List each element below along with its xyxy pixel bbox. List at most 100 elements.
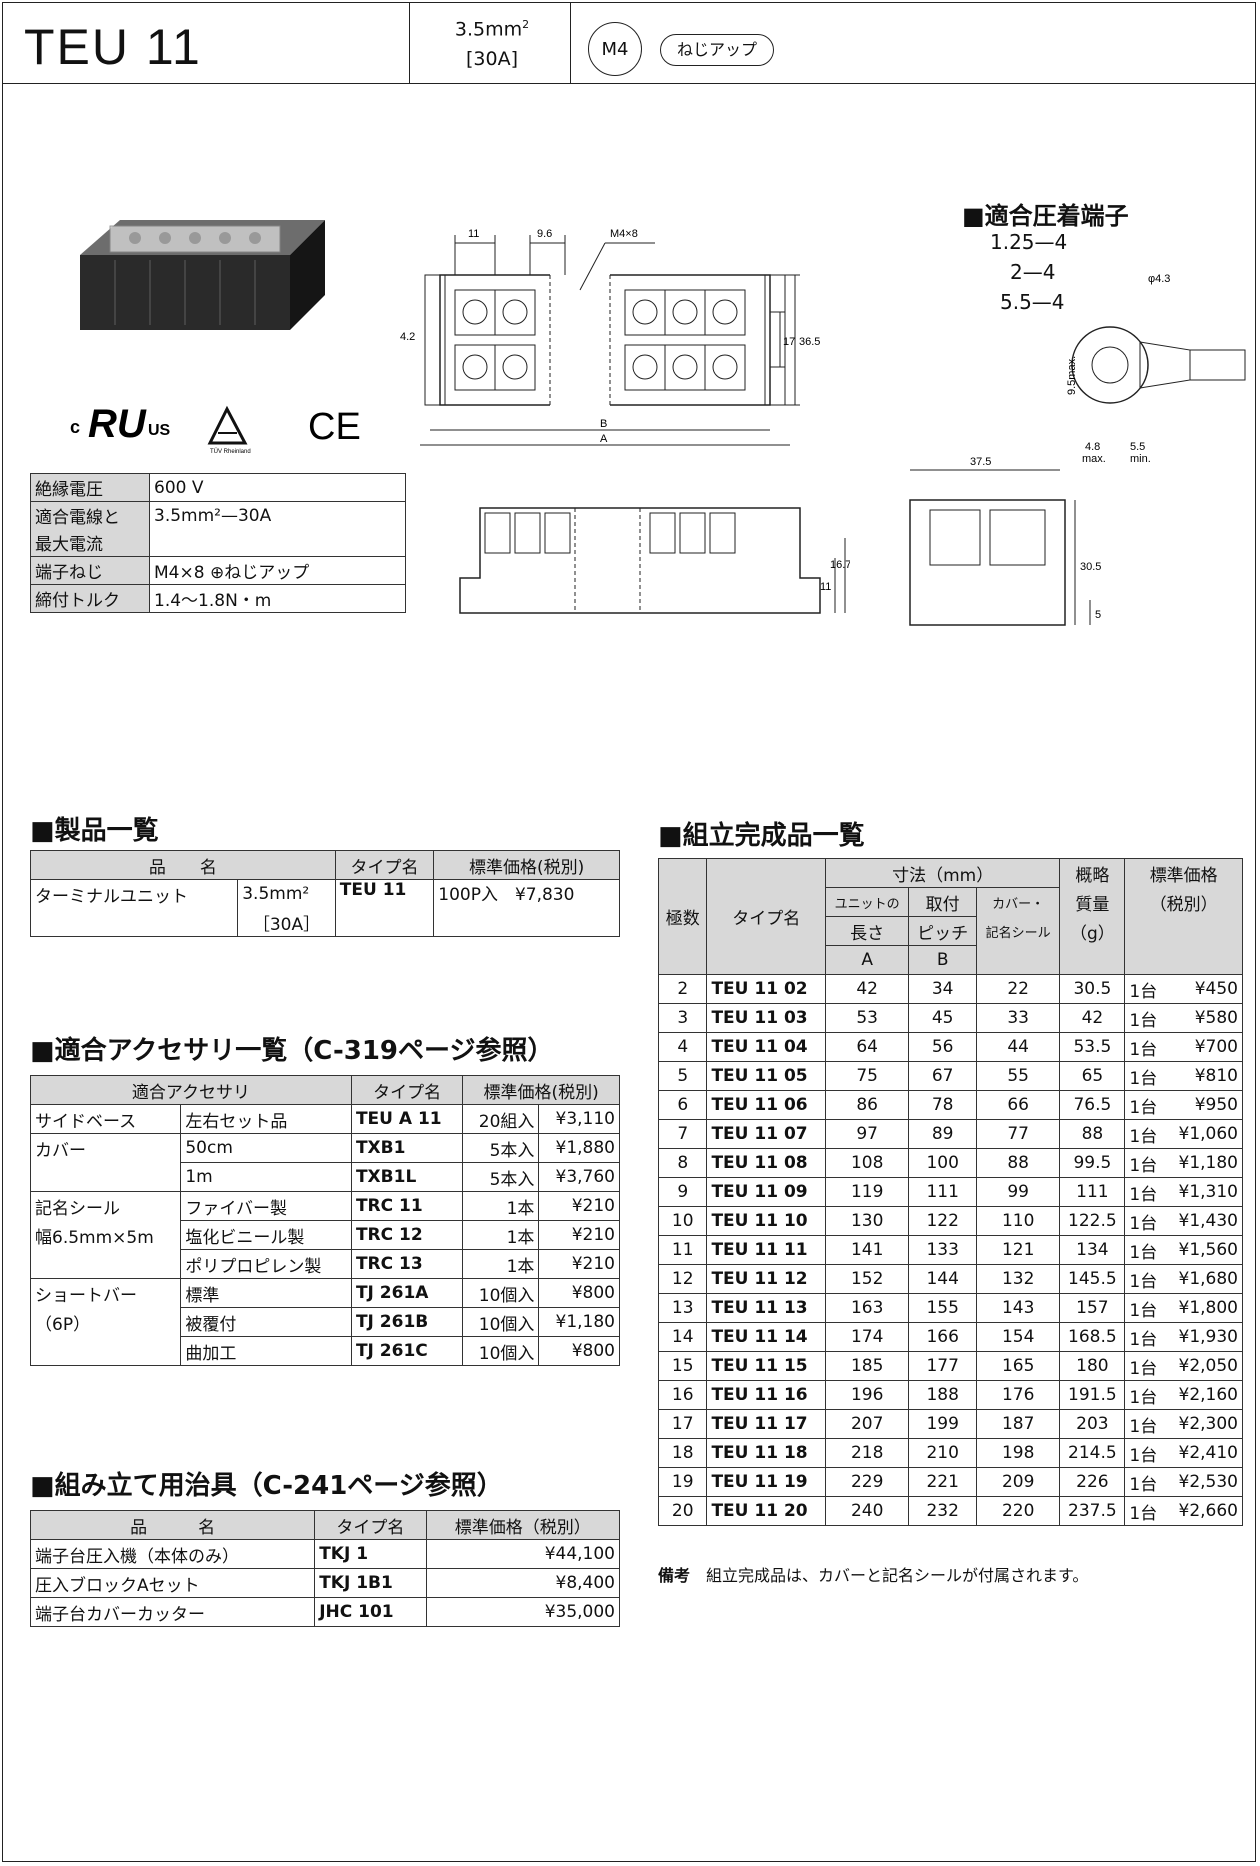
dim-5-5: 5.5: [1130, 441, 1145, 453]
end-view-drawing: 37.5 30.5 5: [909, 456, 1101, 626]
spec-value: 3.5mm²—30A: [149, 501, 406, 529]
dim-30-5: 30.5: [1080, 561, 1101, 573]
product-photo: [80, 220, 325, 330]
dim-17: 17: [783, 336, 795, 348]
svg-text:US: US: [148, 422, 171, 439]
spec-value: 600 V: [149, 473, 406, 502]
accessories-title: ■適合アクセサリ一覧（C-319ページ参照）: [30, 1036, 554, 1066]
spec-value: M4×8 ⊕ねじアップ: [149, 556, 406, 585]
top-view-drawing: 11 9.6 M4×8 4.2 17 36.5 B A: [400, 228, 820, 446]
crimp-terminal-drawing: φ4.3 9.5max. 4.8 max. 5.5 min.: [1066, 273, 1246, 465]
dim-phi: φ4.3: [1148, 273, 1170, 285]
side-view-drawing: 11 16.7: [459, 507, 850, 614]
spec-label: 最大電流: [30, 529, 150, 557]
crimp-size: 5.5—4: [1000, 290, 1065, 314]
dim-5: 5: [1095, 609, 1101, 621]
svg-text:c: c: [70, 417, 80, 437]
svg-text:min.: min.: [1130, 453, 1151, 465]
certification-logos: c RU US TÜV Rheinland CE: [70, 402, 361, 455]
assembled-note: 備考 組立完成品は、カバーと記名シールが付属されます。: [658, 1566, 1089, 1585]
screw-size-badge: M4: [588, 22, 642, 76]
dim-4-2: 4.2: [400, 331, 415, 343]
dim-37-5: 37.5: [970, 456, 991, 468]
tools-title: ■組み立て用治具（C-241ページ参照）: [30, 1471, 503, 1501]
tools-table: 品 名タイプ名標準価格（税別） 端子台圧入機（本体のみ）TKJ 1¥44,100…: [29, 1510, 621, 1627]
crimp-size: 2—4: [1010, 260, 1056, 284]
assembled-table: 極数タイプ名寸法（mm）概略標準価格 ユニットの取付カバー・質量（税別） 長さピ…: [657, 858, 1243, 1526]
crimp-size: 1.25—4: [990, 230, 1068, 254]
svg-text:RU: RU: [88, 402, 147, 446]
tuv-logo: TÜV Rheinland: [207, 405, 251, 455]
dim-11: 11: [468, 228, 479, 240]
spec-label: 締付トルク: [30, 584, 150, 613]
table-row: 端子台圧入機（本体のみ）TKJ 1¥44,100: [29, 1539, 621, 1569]
dim-9-5: 9.5max.: [1066, 356, 1078, 395]
ce-logo: CE: [308, 406, 361, 448]
dim-side-11: 11: [820, 581, 831, 593]
ul-logo: c RU US: [70, 402, 171, 446]
page-header: TEU 11 3.5mm2 [30A] M4 ねじアップ: [2, 2, 1256, 84]
spec-value: 1.4〜1.8N・m: [149, 584, 406, 613]
crimp-title: ■適合圧着端子: [962, 202, 1129, 230]
assembled-title: ■組立完成品一覧: [658, 821, 865, 851]
svg-text:CE: CE: [308, 406, 361, 448]
table-row: ［30A］: [29, 908, 620, 937]
spec-label: 端子ねじ: [30, 556, 150, 585]
dim-4-8: 4.8: [1085, 441, 1100, 453]
spec-label: 適合電線と: [30, 501, 150, 529]
dim-A: A: [600, 433, 608, 445]
dim-B: B: [600, 418, 607, 430]
wire-spec: 3.5mm2 [30A]: [454, 18, 530, 71]
spec-row: 最大電流: [30, 529, 406, 557]
dim-36-5: 36.5: [799, 336, 820, 348]
product-title: TEU 11: [24, 19, 202, 75]
svg-text:max.: max.: [1082, 453, 1106, 465]
screw-type-badge: ねじアップ: [660, 34, 774, 66]
spec-value: [149, 529, 406, 557]
svg-text:TÜV Rheinland: TÜV Rheinland: [210, 448, 251, 455]
dim-9-6: 9.6: [537, 228, 552, 240]
dim-screw: M4×8: [610, 228, 638, 240]
products-title: ■製品一覧: [30, 816, 159, 846]
dim-16-7: 16.7: [830, 559, 850, 571]
spec-label: 絶縁電圧: [30, 473, 150, 502]
